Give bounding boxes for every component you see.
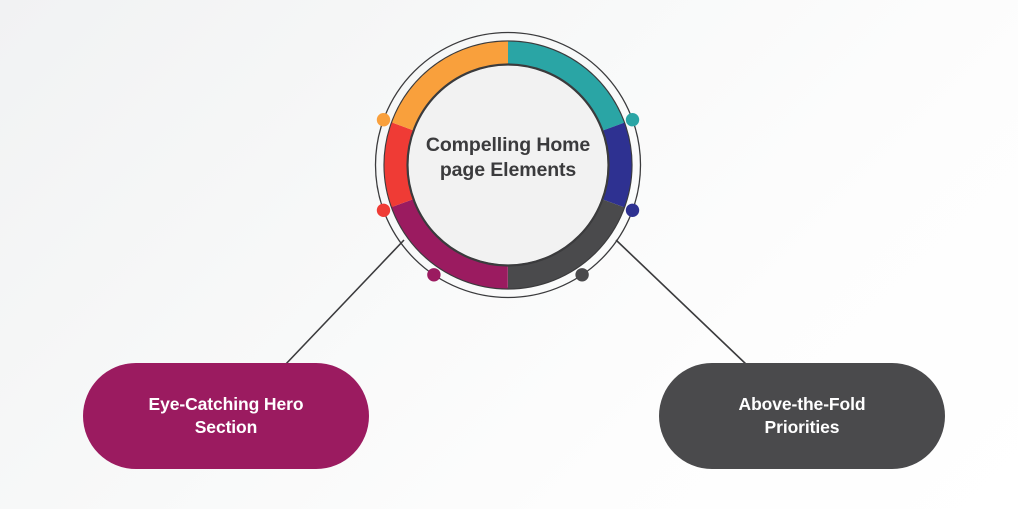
gray-segment	[384, 41, 632, 289]
node-right-label: Above-the-Fold Priorities	[738, 393, 866, 437]
connector-right-line	[615, 239, 749, 367]
navy-marker	[625, 203, 640, 218]
hub-ring-segments	[384, 41, 632, 289]
navy-segment	[384, 41, 632, 289]
orange-marker	[376, 113, 391, 127]
node-above-the-fold-priorities[interactable]: Above-the-Fold Priorities	[659, 363, 945, 469]
node-eye-catching-hero-section[interactable]: Eye-Catching Hero Section	[83, 363, 369, 469]
hub-ring-markers	[376, 113, 640, 282]
red-segment	[384, 41, 632, 289]
red-marker	[376, 203, 391, 218]
connector-left-line	[283, 239, 405, 367]
hub-inner-disc	[409, 66, 607, 264]
teal-marker	[625, 113, 640, 127]
hub-outer-thin-ring	[374, 31, 642, 299]
node-left-label: Eye-Catching Hero Section	[148, 393, 304, 437]
magenta-marker	[427, 268, 441, 282]
orange-segment	[384, 41, 632, 289]
gray-marker	[575, 268, 589, 282]
hub-ring-outline-inner	[406, 63, 610, 267]
